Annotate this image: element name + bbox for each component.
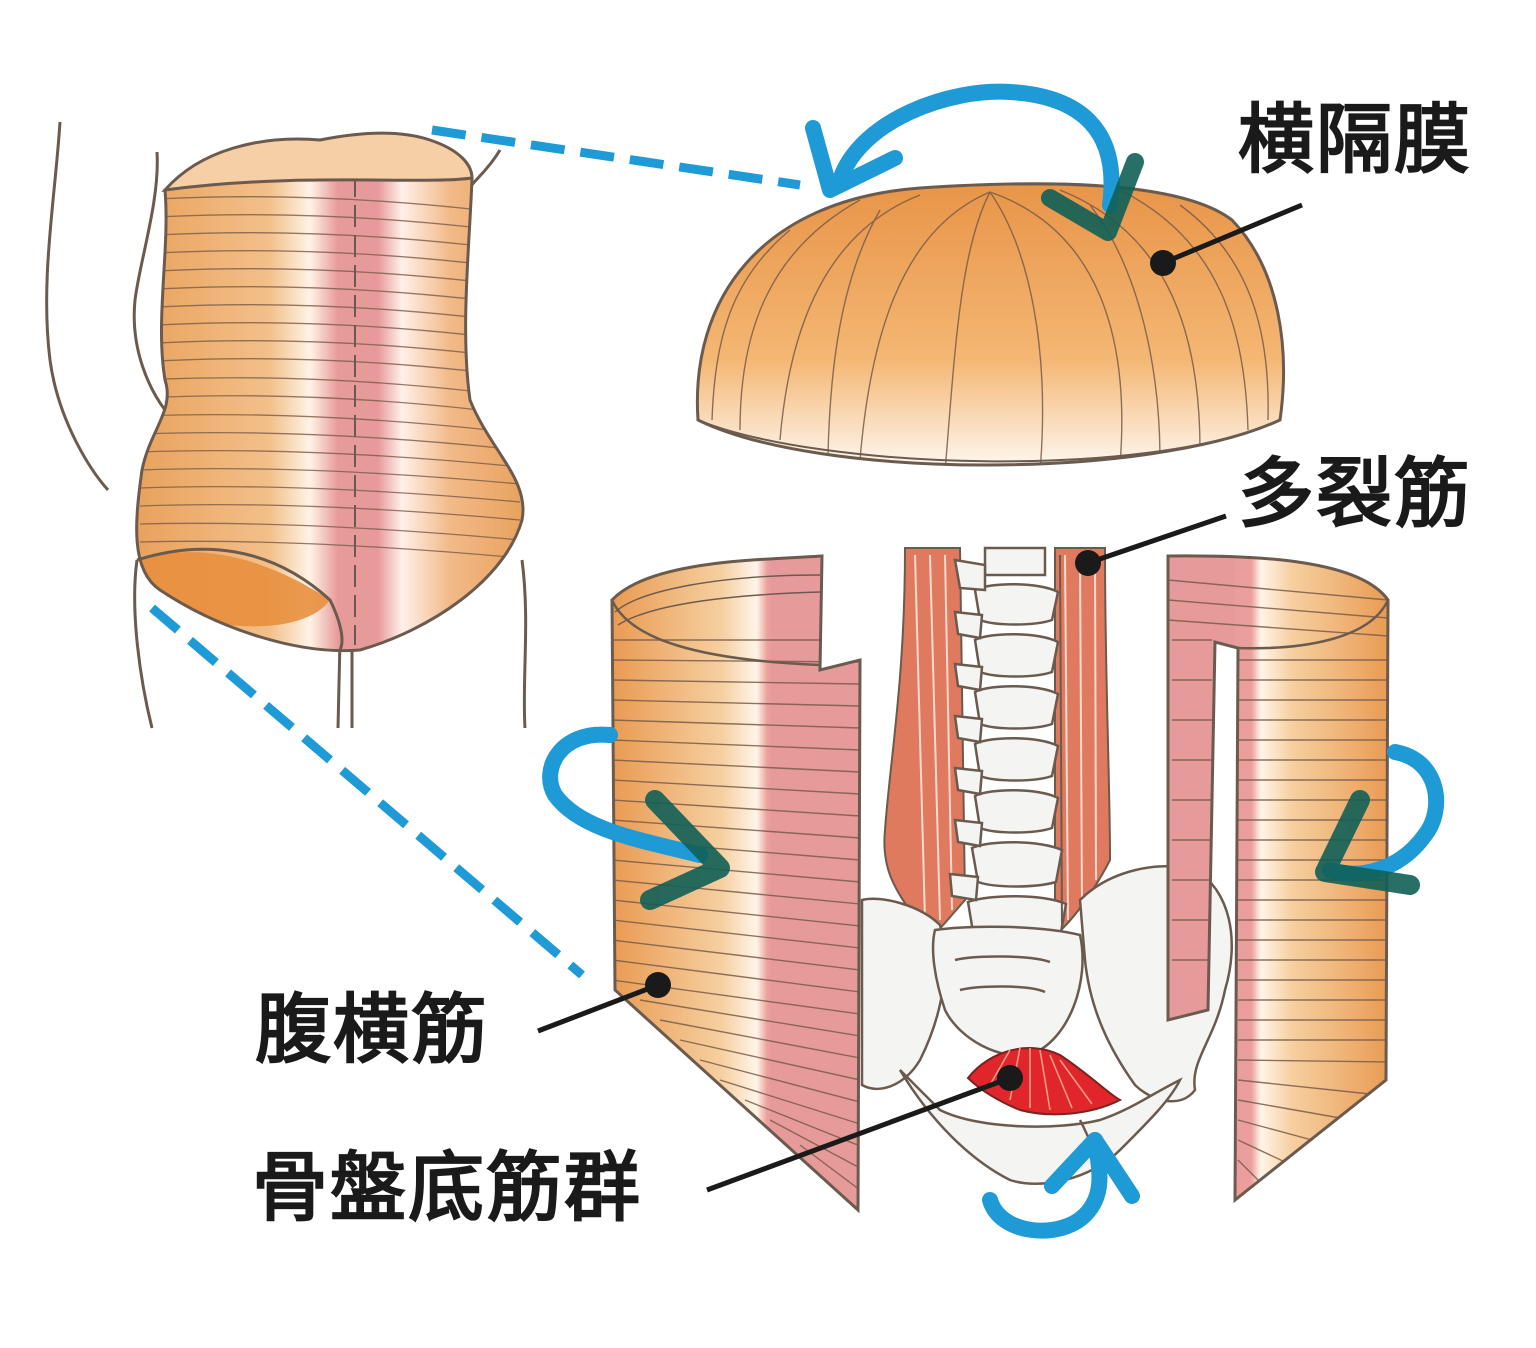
pelvis xyxy=(860,865,1233,1185)
diaphragm-dome xyxy=(695,182,1285,467)
pelvic-floor-muscle xyxy=(966,1047,1123,1116)
left-wrap-loop-arrow-icon xyxy=(542,726,708,863)
dot-pelvic-floor xyxy=(997,1065,1023,1091)
leader-transversus xyxy=(537,982,659,1034)
body-outline-crotch xyxy=(336,639,354,729)
leader-multifidus xyxy=(1087,513,1227,566)
label-multifidus: 多裂筋 xyxy=(1238,449,1472,538)
dot-transversus xyxy=(645,972,671,998)
leader-pelvic-floor xyxy=(706,1075,1011,1193)
torso-illustration xyxy=(45,121,528,729)
spine-and-multifidus xyxy=(883,546,1112,944)
dot-multifidus xyxy=(1075,550,1101,576)
sacrum xyxy=(931,925,1084,1058)
leader-lines xyxy=(537,202,1303,1193)
body-outline-left xyxy=(45,121,110,492)
diaphragm-arrowhead-right-icon xyxy=(1041,153,1144,241)
body-outline-back xyxy=(132,151,167,411)
body-outline-rightside xyxy=(470,149,502,186)
connector-bottom xyxy=(149,604,585,979)
transversus-left-wrap xyxy=(610,554,862,1214)
label-transversus-abdominis: 腹横筋 xyxy=(255,985,489,1074)
diaphragm-arrowhead-left-icon xyxy=(805,120,903,198)
left-wrap-arrowhead-icon xyxy=(640,790,730,910)
body-outline-leg xyxy=(520,559,528,729)
label-diaphragm: 横隔膜 xyxy=(1238,95,1472,184)
pelvic-loop-arrow-icon xyxy=(982,1132,1108,1239)
diaphragm-arc-arrow-icon xyxy=(832,83,1120,213)
body-outline-hip xyxy=(133,559,154,729)
dot-diaphragm xyxy=(1150,250,1176,276)
connector-lines xyxy=(149,125,801,979)
label-pelvic-floor: 骨盤底筋群 xyxy=(252,1143,642,1232)
connector-top xyxy=(431,125,801,190)
pelvis-ilium-left xyxy=(860,897,947,1091)
pelvic-arrowhead-icon xyxy=(1044,1132,1140,1204)
leader-diaphragm xyxy=(1162,202,1303,266)
torso-top-rim xyxy=(161,131,474,193)
right-wrap-arrowhead-icon xyxy=(1315,790,1420,895)
